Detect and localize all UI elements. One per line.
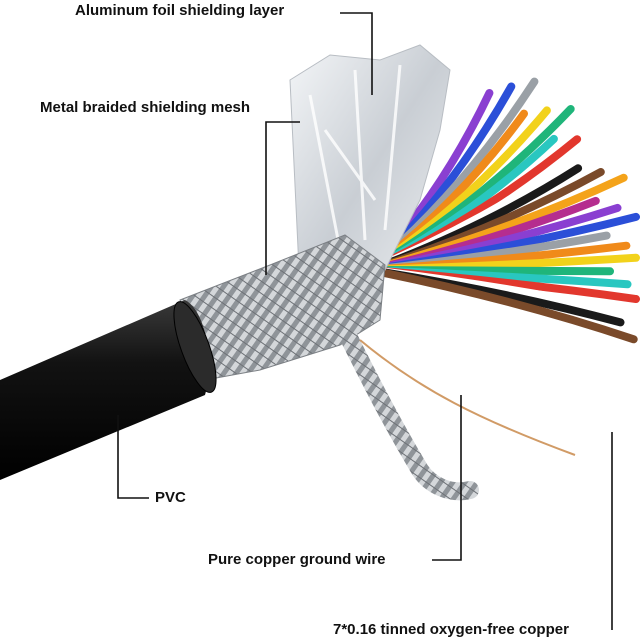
wire-24 xyxy=(366,266,638,344)
pvc-jacket xyxy=(0,300,209,480)
label-pvc: PVC xyxy=(155,489,186,506)
foil-layer xyxy=(289,44,451,301)
label-braid: Metal braided shielding mesh xyxy=(40,99,251,116)
conductor-wires xyxy=(366,77,640,344)
braid-shield xyxy=(179,234,386,381)
label-conductor: 7*0.16 tinned oxygen-free copper xyxy=(333,621,569,638)
leader-pvc xyxy=(117,415,149,499)
leader-foil xyxy=(340,12,373,95)
leader-ground xyxy=(432,395,462,561)
label-ground: Pure copper ground wire xyxy=(208,551,386,568)
ground-braid-strand xyxy=(336,321,479,501)
label-foil: Aluminum foil shielding layer xyxy=(75,2,285,19)
leader-braid xyxy=(265,121,300,275)
leader-lines xyxy=(117,12,613,630)
